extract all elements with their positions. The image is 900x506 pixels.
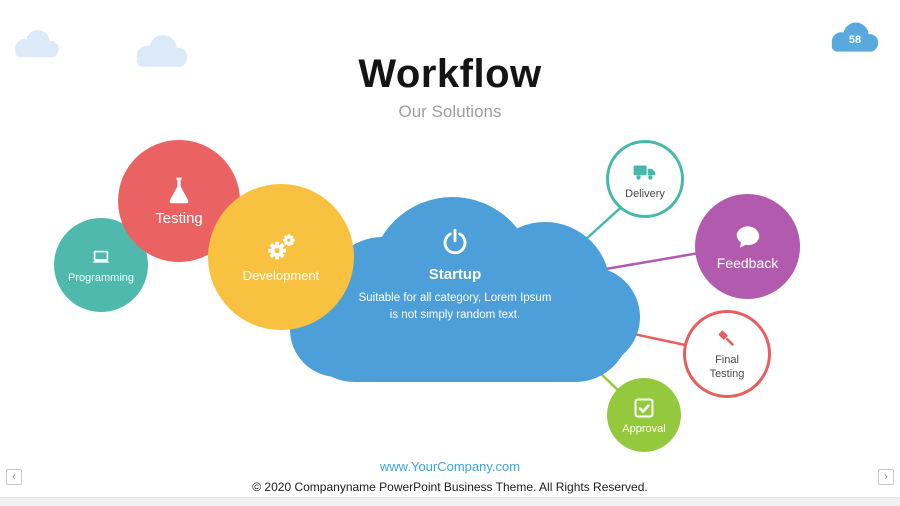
node-label: Delivery [625,187,665,200]
node-label: Programming [67,271,135,284]
copyright-text: © 2020 Companyname PowerPoint Business T… [252,480,648,494]
slide-subtitle: Our Solutions [398,102,502,121]
power-icon [355,227,555,262]
node-feedback: Feedback [695,194,800,299]
chevron-left-icon: ‹ [12,470,16,483]
page-number-badge: 58 [824,20,886,56]
cloud-decoration [128,33,196,76]
node-label: Approval [622,422,666,435]
cloud-icon [824,22,886,60]
chat-bubble-icon [733,222,763,252]
next-slide-button[interactable]: › [878,469,894,485]
horizontal-scrollbar[interactable] [0,497,900,506]
prev-slide-button[interactable]: ‹ [6,469,22,485]
node-label: Testing [155,210,203,227]
node-testing: Testing [118,140,240,262]
startup-label: Startup [428,266,482,283]
page-number: 58 [848,34,862,46]
node-label: Feedback [716,255,779,271]
laptop-icon [90,247,112,269]
node-label: Development [242,268,320,283]
node-approval: Approval [607,378,681,452]
flask-icon [163,175,195,207]
startup-description: Suitable for all category, Lorem Ipsum i… [358,292,552,321]
cloud-decoration [8,28,66,66]
website-link[interactable]: www.YourCompany.com [379,459,521,474]
gears-icon [264,231,298,265]
cloud-blob [540,267,640,367]
startup-content: Startup Suitable for all category, Lorem… [355,227,555,323]
slide-title: Workflow [358,52,542,96]
chevron-right-icon: › [884,470,888,483]
gavel-icon [715,327,739,351]
checkbox-check-icon [632,396,656,420]
node-label: Final Testing [709,353,745,380]
node-delivery: Delivery [606,140,684,218]
startup-cloud: Startup Suitable for all category, Lorem… [285,197,640,387]
node-development: Development [208,184,354,330]
node-final-testing: Final Testing [683,310,771,398]
truck-icon [632,159,658,185]
